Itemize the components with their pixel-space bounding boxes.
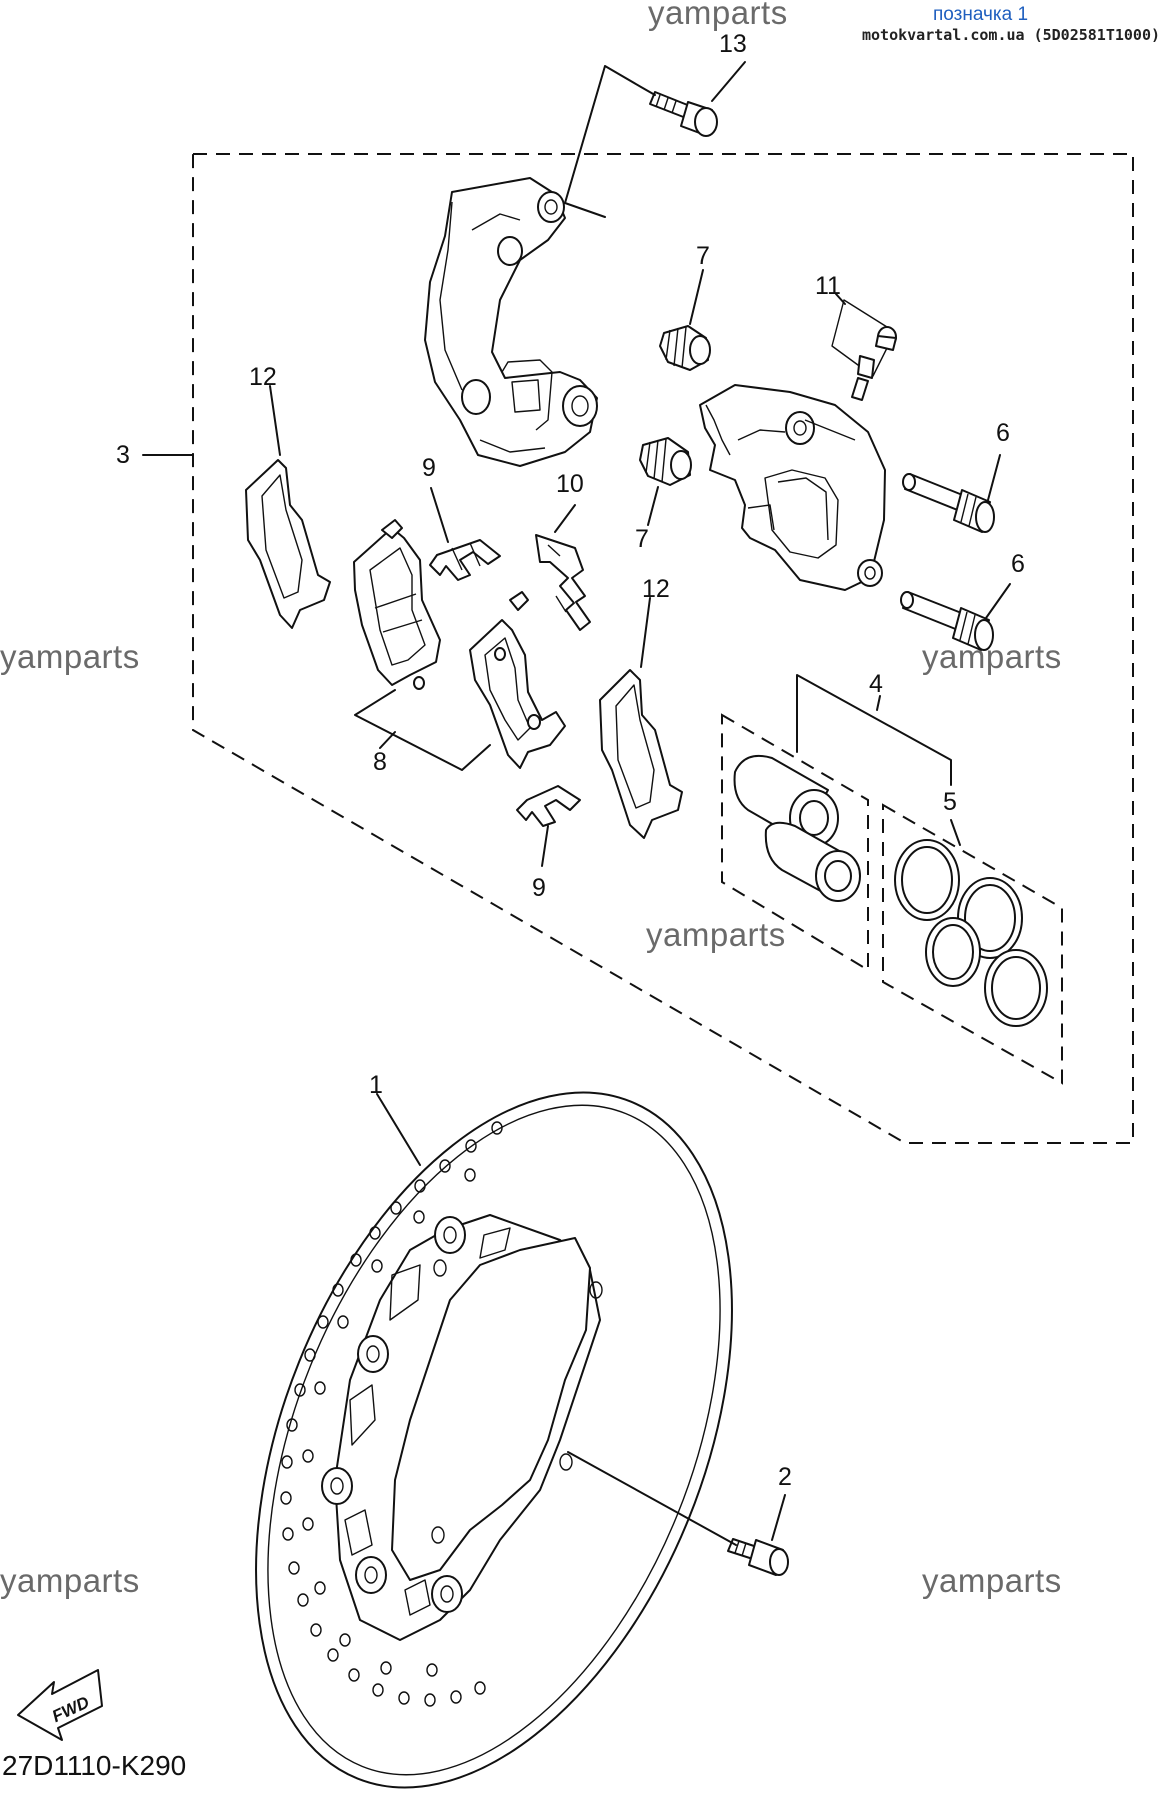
fwd-arrow-icon: FWD xyxy=(17,1669,103,1741)
caliper-body xyxy=(699,384,886,591)
callout-8: 8 xyxy=(373,748,387,776)
callout-1: 1 xyxy=(369,1071,383,1099)
piston-group-outline xyxy=(721,713,869,972)
pad-spring-10 xyxy=(535,534,591,631)
boot-7-upper xyxy=(659,325,711,371)
boot-7-lower xyxy=(639,437,692,486)
callout-10: 10 xyxy=(556,470,584,498)
seal-kit-outline xyxy=(882,803,1063,1085)
bleed-screw-11 xyxy=(851,355,875,401)
watermark-center: yamparts xyxy=(646,916,786,953)
diagram-code: 27D1110-K290 xyxy=(2,1750,187,1781)
bleed-cap-11 xyxy=(875,326,897,351)
watermark-left-mid: yamparts xyxy=(0,638,140,675)
callout-8-lines xyxy=(354,689,491,771)
disc-bolt-2 xyxy=(727,1538,789,1576)
callout-9-lower: 9 xyxy=(532,874,546,902)
caliper-assembly-outline xyxy=(192,153,1134,1144)
callout-7-lower: 7 xyxy=(635,525,649,553)
callout-9-upper: 9 xyxy=(422,454,436,482)
callout-2: 2 xyxy=(778,1463,792,1491)
callout-7-upper: 7 xyxy=(696,242,710,270)
callout-12-right: 12 xyxy=(642,575,670,603)
pad-shim-12-left xyxy=(245,459,331,629)
caliper-bracket xyxy=(424,177,598,467)
callout-4: 4 xyxy=(869,670,883,698)
bolt-6-upper xyxy=(902,473,995,533)
callout-5: 5 xyxy=(943,788,957,816)
callout-3: 3 xyxy=(116,441,130,469)
watermark-top: yamparts xyxy=(648,0,788,31)
watermark-left-bottom: yamparts xyxy=(0,1562,140,1599)
callout-13: 13 xyxy=(719,30,747,58)
tag-label: позначка 1 xyxy=(933,4,1029,25)
brake-pad-8-front xyxy=(353,519,441,690)
callout-6-upper: 6 xyxy=(996,419,1010,447)
bolt-6-lower xyxy=(900,591,994,651)
pad-spring-9-lower xyxy=(516,785,581,827)
brake-disc-1 xyxy=(255,1091,733,1789)
watermark-right-bottom: yamparts xyxy=(922,1562,1062,1599)
brake-pad-8-rear xyxy=(469,591,566,769)
bolt-13 xyxy=(649,91,718,137)
source-line: motokvartal.com.ua (5D02581T1000) xyxy=(862,26,1161,44)
callout-12-left: 12 xyxy=(249,363,277,391)
callout-11: 11 xyxy=(815,272,841,300)
pad-spring-9-upper xyxy=(429,539,501,581)
callout-6-lower: 6 xyxy=(1011,550,1025,578)
pad-shim-12-right xyxy=(599,669,683,839)
callout-4-lines xyxy=(796,674,952,786)
piston-4-rear xyxy=(764,821,861,902)
watermark-right-mid: yamparts xyxy=(922,638,1062,675)
seal-kit-5 xyxy=(894,839,1048,1027)
